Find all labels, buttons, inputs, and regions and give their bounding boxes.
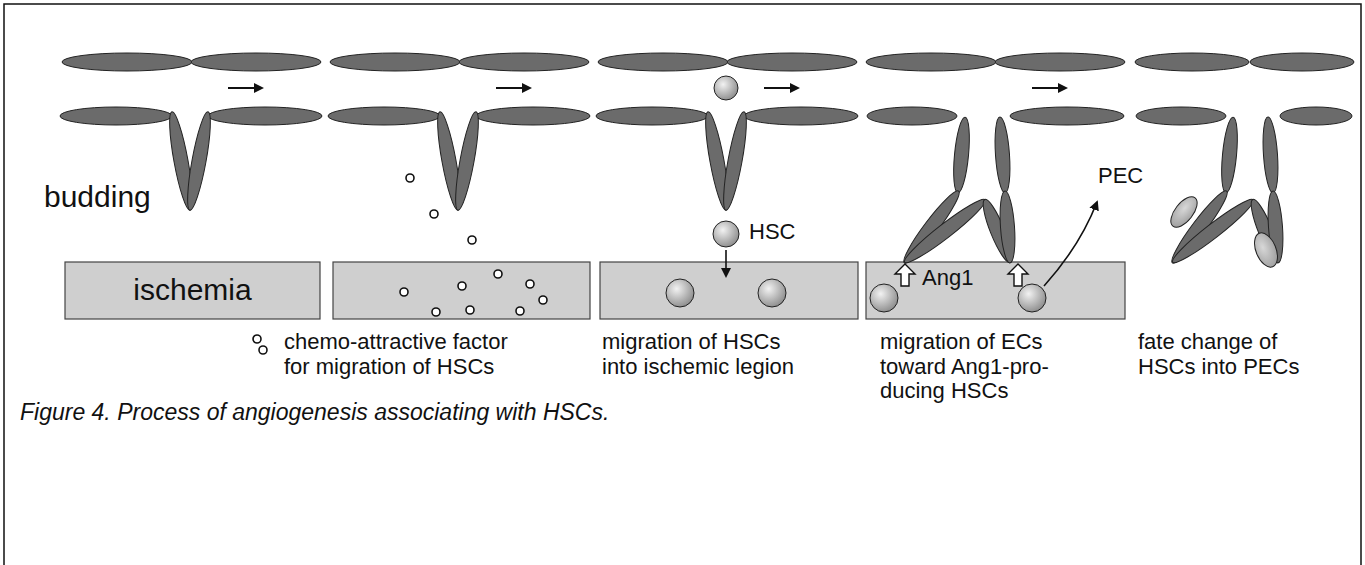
figure-caption: Figure 4. Process of angiogenesis associ…	[20, 400, 609, 426]
step-caption: migration of HSCs into ischemic legion	[602, 330, 817, 379]
ischemia-region	[333, 262, 590, 319]
ischemia-region	[866, 262, 1125, 319]
pec-cells	[1166, 192, 1282, 270]
box-label: ischemia	[133, 273, 251, 308]
figure-frame	[4, 4, 1361, 565]
vessel	[1135, 53, 1354, 268]
dot	[259, 346, 267, 354]
cell-label: PEC	[1098, 164, 1143, 189]
legend-dots	[248, 330, 274, 358]
ischemia-box: Ang1	[866, 262, 1125, 319]
step-caption: migration of ECs toward Ang1-pro- ducing…	[880, 330, 1075, 404]
step-label: budding	[44, 180, 151, 214]
legend-row: chemo-attractive factor for migration of…	[248, 330, 534, 379]
migration-arrow	[725, 250, 727, 276]
ischemia-region	[65, 262, 320, 319]
legend-text: chemo-attractive factor for migration of…	[284, 330, 534, 379]
step-caption: fate change of HSCs into PECs	[1138, 330, 1314, 379]
hsc-cells	[666, 76, 786, 307]
vessel	[866, 53, 1125, 268]
dot	[253, 335, 261, 343]
step-arrows	[228, 87, 1066, 89]
ischemia-box: ischemia	[65, 262, 320, 319]
chemo-attractant-dots	[400, 174, 547, 316]
fate-arrow	[1044, 202, 1097, 286]
ischemia-region	[600, 262, 858, 319]
vessel	[596, 53, 858, 211]
legend-swatch	[248, 330, 274, 358]
box-label: Ang1	[922, 265, 973, 290]
vessel	[328, 53, 590, 211]
cell-label: HSC	[749, 220, 795, 245]
